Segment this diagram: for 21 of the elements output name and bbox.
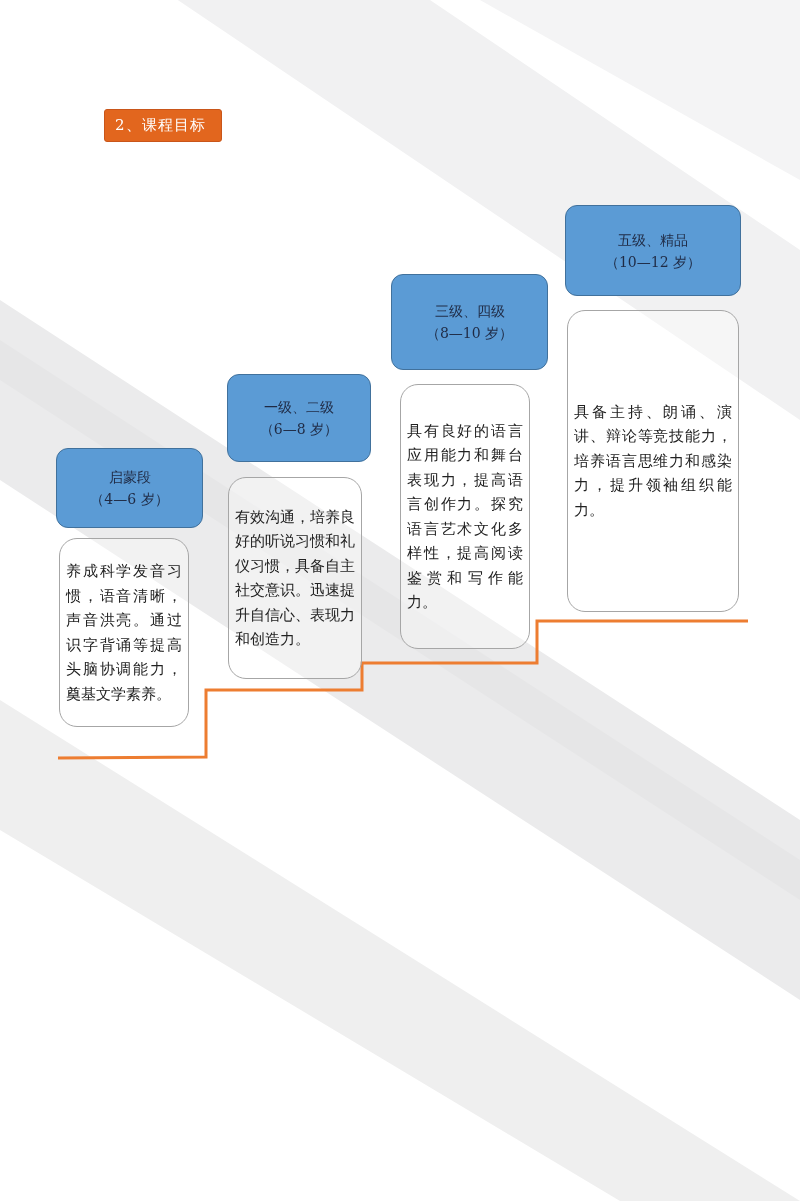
stage-name: 一级、二级 — [264, 398, 334, 417]
section-title: 2、课程目标 — [104, 109, 222, 142]
stage-box — [56, 448, 203, 528]
stage-box — [227, 374, 371, 462]
description-text: 养成科学发音习惯，语音清晰，声音洪亮。通过识字背诵等提高头脑协调能力，奠基文学素养。 — [66, 562, 182, 704]
age-range: （10—12 岁） — [604, 252, 702, 272]
description-text: 具备主持、朗诵、演讲、辩论等竞技能力，培养语言思维力和感染力，提升领袖组织能力。 — [574, 402, 732, 520]
description-box — [400, 384, 530, 649]
stage-name: 启蒙段 — [108, 468, 151, 487]
age-range: （6—8 岁） — [259, 420, 339, 439]
description-text: 有效沟通，培养良好的听说习惯和礼仪习惯，具备自主社交意识。迅速提升自信心、表现力和创造力。 — [235, 507, 355, 649]
stage-box — [391, 274, 548, 370]
description-box — [228, 477, 362, 679]
description-box — [567, 310, 739, 612]
stage-name: 三级、四级 — [434, 302, 505, 321]
stage-name: 五级、精品 — [618, 230, 688, 250]
description-text: 具有良好的语言应用能力和舞台表现力，提高语言创作力。探究语言艺术文化多样性，提高阅读鉴赏和写作能力。 — [407, 421, 523, 612]
description-box — [59, 538, 189, 727]
stage-box — [565, 205, 741, 296]
age-range: （8—10 岁） — [425, 324, 514, 343]
age-range: （4—6 岁） — [90, 490, 169, 509]
